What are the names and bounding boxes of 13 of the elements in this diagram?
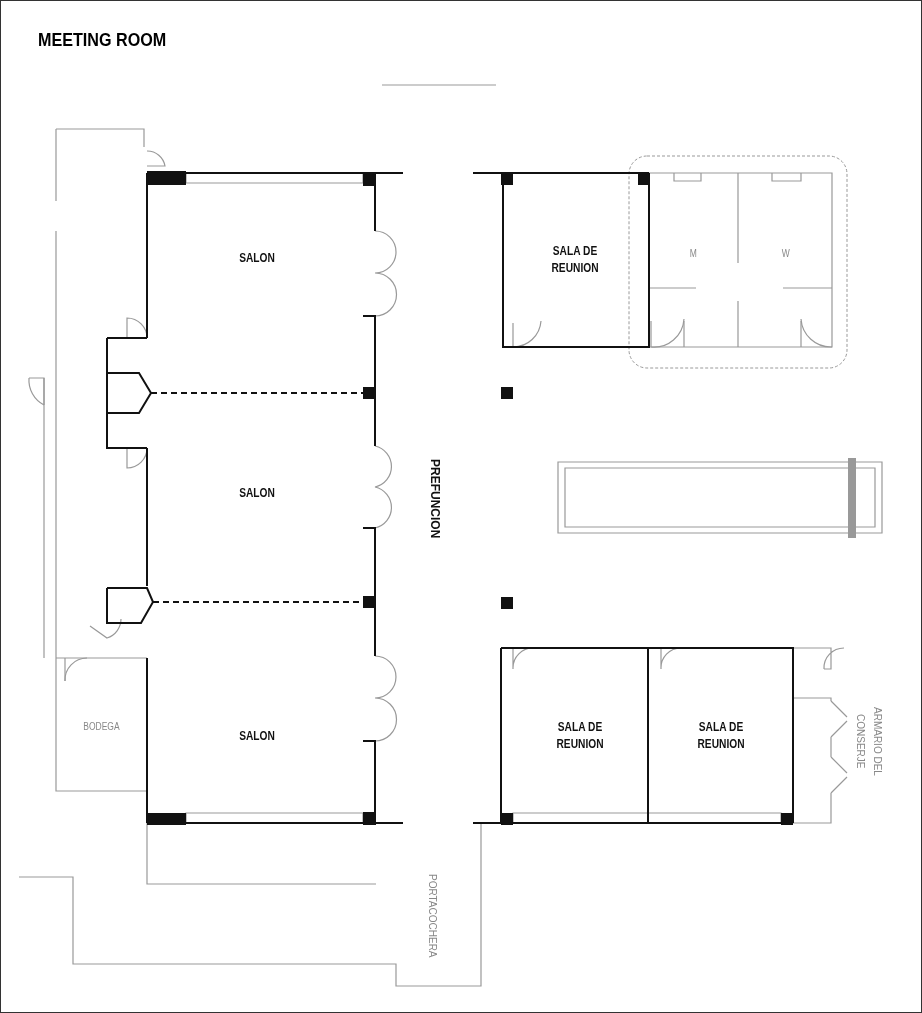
- room-name: SALON: [239, 727, 275, 745]
- area-label: PREFUNCION: [428, 459, 442, 539]
- room-name: W: [781, 247, 790, 261]
- room-name: SALON: [239, 250, 275, 267]
- room-name: SALA DE REUNION: [550, 243, 600, 277]
- room-name: BODEGA: [82, 719, 120, 734]
- room-name: M: [689, 247, 698, 261]
- room-name: SALA DE REUNION: [696, 719, 746, 753]
- room-name: ARMARIO DEL CONSERJE: [856, 705, 884, 778]
- plan-title: MEETING ROOM: [38, 29, 167, 51]
- room-name: SALA DE REUNION: [555, 719, 605, 753]
- room-name: SALON: [239, 485, 275, 502]
- area-label: PORTACOCHERA: [427, 874, 438, 958]
